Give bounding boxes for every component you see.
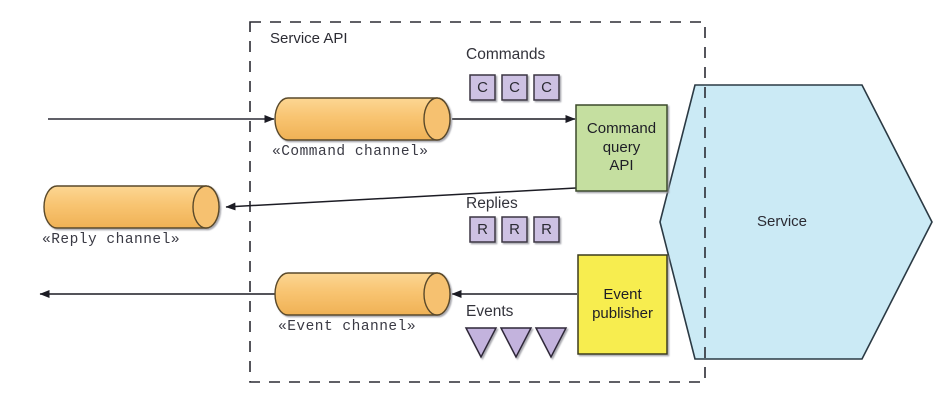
command-token-group[interactable] (469, 74, 560, 101)
events-group-title: Events (466, 303, 514, 320)
service-api-boundary-label: Service API (270, 30, 348, 47)
reply-token-letter: R (509, 221, 520, 238)
reply-token-group[interactable] (469, 216, 560, 243)
api-to-reply-channel-arrow (225, 187, 577, 211)
event-channel-label: «Event channel» (278, 319, 417, 335)
reply-channel-label: «Reply channel» (42, 232, 181, 248)
service-api-boundary (249, 21, 706, 383)
service-hexagon[interactable] (659, 84, 933, 360)
reply-token-letter: R (541, 221, 552, 238)
event-channel-cylinder[interactable] (274, 272, 451, 316)
command-token-letter: C (509, 79, 520, 96)
event-publisher-box[interactable] (577, 254, 668, 355)
replies-group-title: Replies (466, 195, 518, 212)
command-channel-label: «Command channel» (272, 144, 429, 160)
command-token-letter: C (477, 79, 488, 96)
reply-channel-cylinder[interactable] (43, 185, 220, 229)
command-token-letter: C (541, 79, 552, 96)
service-label: Service (757, 213, 808, 230)
command-query-api-box[interactable] (575, 104, 668, 192)
commands-group-title: Commands (466, 46, 546, 63)
reply-token-letter: R (477, 221, 488, 238)
event-token-group[interactable] (464, 327, 568, 359)
command-channel-cylinder[interactable] (274, 97, 451, 141)
